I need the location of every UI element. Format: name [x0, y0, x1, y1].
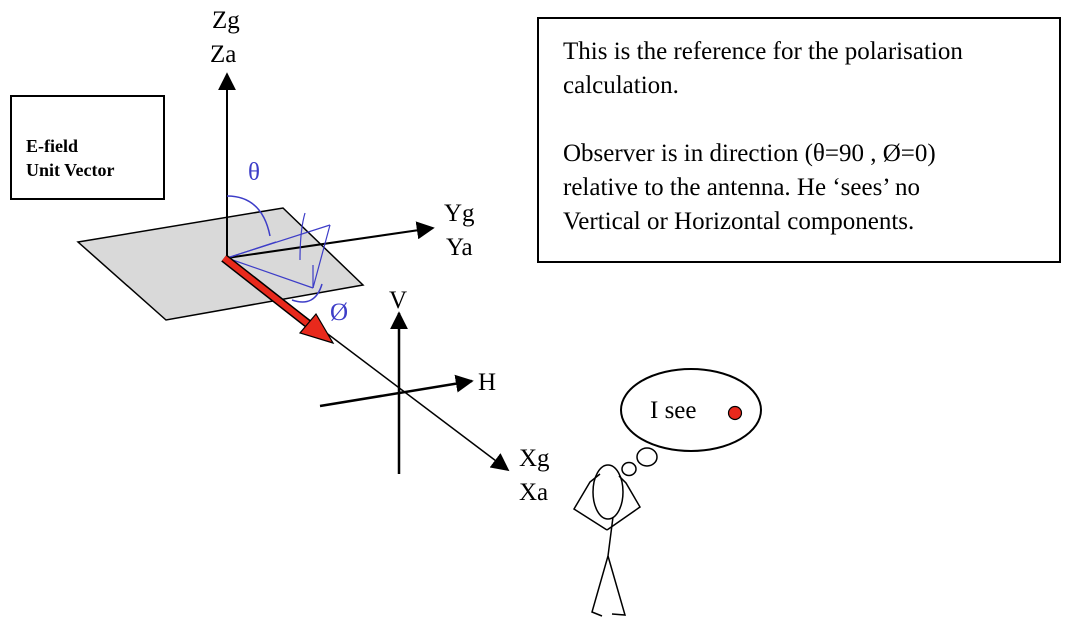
angle-construction	[226, 212, 331, 289]
z-global-label: Zg	[212, 7, 240, 34]
vertical-label: V	[389, 287, 408, 314]
legend-line-1: E-field	[26, 136, 78, 156]
thought-circle-medium	[621, 461, 637, 477]
ground-plane	[76, 207, 365, 321]
phi-arc	[291, 283, 323, 303]
thought-text: I see	[650, 397, 697, 424]
theta-arc	[226, 195, 271, 237]
theta-label: θ	[248, 159, 260, 186]
thought-circle-large	[636, 447, 658, 467]
red-dot-icon	[727, 405, 743, 421]
note-box: This is the reference for the polarisati…	[537, 17, 1061, 263]
note-line-2: calculation.	[563, 72, 679, 99]
z-antenna-label: Za	[210, 41, 237, 68]
e-field-vector	[221, 254, 335, 345]
note-line-5: Vertical or Horizontal components.	[563, 208, 915, 235]
observer-figure	[572, 464, 641, 617]
y-antenna-label: Ya	[446, 234, 473, 261]
horizontal-label: H	[478, 369, 497, 396]
x-antenna-label: Xa	[519, 479, 549, 506]
legend-box: E-field Unit Vector	[10, 95, 165, 200]
x-global-label: Xg	[519, 445, 550, 472]
y-axis	[226, 221, 435, 259]
thought-bubble	[620, 368, 762, 452]
legend-line-2: Unit Vector	[26, 160, 115, 180]
y-global-label: Yg	[444, 200, 475, 227]
note-line-4: relative to the antenna. He ‘sees’ no	[563, 174, 921, 201]
note-line-1: This is the reference for the polarisati…	[563, 38, 963, 65]
note-line-3: Observer is in direction (θ=90 , Ø=0)	[563, 140, 936, 167]
h-axis	[319, 374, 474, 408]
phi-label: Ø	[330, 299, 349, 326]
